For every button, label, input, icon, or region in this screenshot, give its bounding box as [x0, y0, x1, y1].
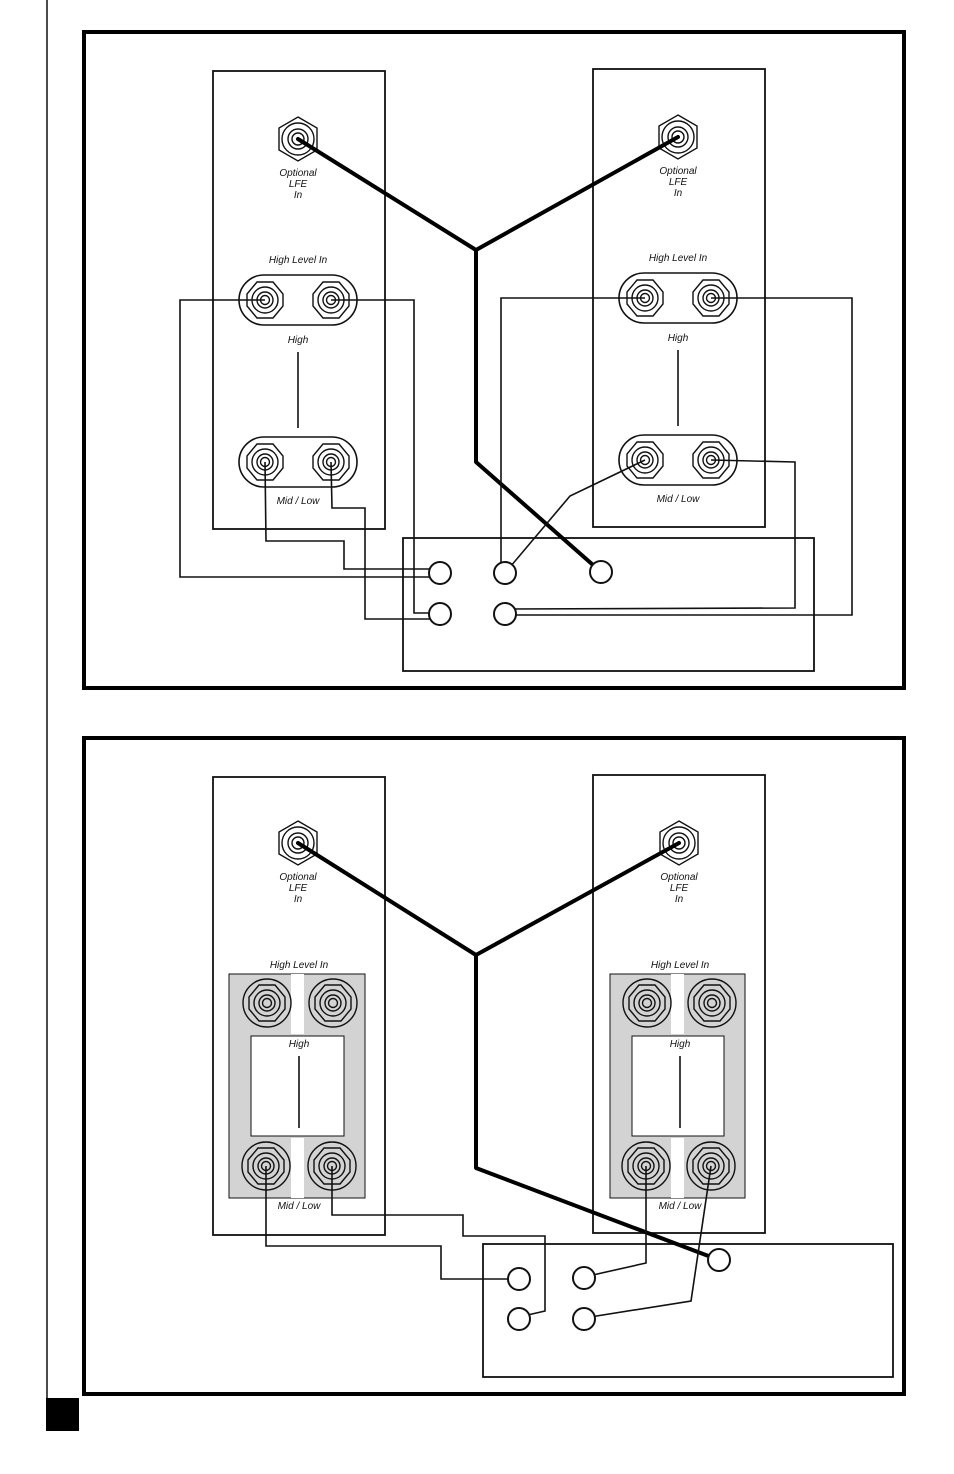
- mid-low-label: Mid / Low: [659, 1201, 703, 1212]
- high-label: High: [670, 1039, 691, 1050]
- lfe-label: LFE: [289, 883, 308, 894]
- mid-low-label: Mid / Low: [278, 1201, 322, 1212]
- amp-port-right-neg: [494, 562, 516, 584]
- amp-port-right-pos: [573, 1308, 595, 1330]
- high-level-in-label: High Level In: [270, 960, 329, 971]
- in-label: In: [675, 894, 684, 905]
- amp-port-left-neg: [429, 562, 451, 584]
- mid-low-label: Mid / Low: [277, 496, 321, 507]
- mid-low-label: Mid / Low: [657, 494, 701, 505]
- page-corner-tab: [46, 1398, 79, 1431]
- optional-label: Optional: [279, 168, 317, 179]
- amp-port-right-neg: [573, 1267, 595, 1289]
- bottom-panel-frame: [84, 738, 904, 1394]
- optional-label: Optional: [279, 872, 317, 883]
- amp-port-left-pos: [508, 1308, 530, 1330]
- highlight-gap-bottom: [291, 1138, 304, 1198]
- high-label: High: [668, 333, 689, 344]
- in-label: In: [294, 190, 303, 201]
- lfe-y-cable: [298, 843, 679, 955]
- amp-port-left-pos: [429, 603, 451, 625]
- high-level-in-label: High Level In: [651, 960, 710, 971]
- high-level-in-label: High Level In: [649, 253, 708, 264]
- in-label: In: [294, 894, 303, 905]
- highlight-gap-top: [671, 974, 684, 1034]
- high-label: High: [288, 335, 309, 346]
- lfe-y-cable: [298, 137, 678, 250]
- optional-label: Optional: [659, 166, 697, 177]
- highlight-window: [632, 1036, 724, 1136]
- high-level-in-label: High Level In: [269, 255, 328, 266]
- lfe-label: LFE: [289, 179, 308, 190]
- lfe-label: LFE: [669, 177, 688, 188]
- amp-port-lfe: [708, 1249, 730, 1271]
- highlight-gap-bottom: [671, 1138, 684, 1198]
- bottom-panel: Optional LFE In High Level In High Mid /…: [84, 738, 904, 1394]
- in-label: In: [674, 188, 683, 199]
- lfe-label: LFE: [670, 883, 689, 894]
- wire-left-high-neg: [180, 300, 440, 577]
- optional-label: Optional: [660, 872, 698, 883]
- highlight-gap-top: [291, 974, 304, 1034]
- wire-right-midlow-neg: [505, 460, 645, 573]
- wire-right-midlow-pos: [505, 460, 795, 609]
- highlight-window: [251, 1036, 344, 1136]
- high-label: High: [289, 1039, 310, 1050]
- top-amplifier-box: [403, 538, 814, 671]
- top-panel-frame: [84, 32, 904, 688]
- amp-port-lfe: [590, 561, 612, 583]
- amp-port-right-pos: [494, 603, 516, 625]
- wire-right-high-pos: [505, 298, 852, 615]
- top-panel: Optional LFE In High Level In High Mid /…: [84, 32, 904, 688]
- wire-right-high-neg: [501, 298, 645, 573]
- amp-port-left-neg: [508, 1268, 530, 1290]
